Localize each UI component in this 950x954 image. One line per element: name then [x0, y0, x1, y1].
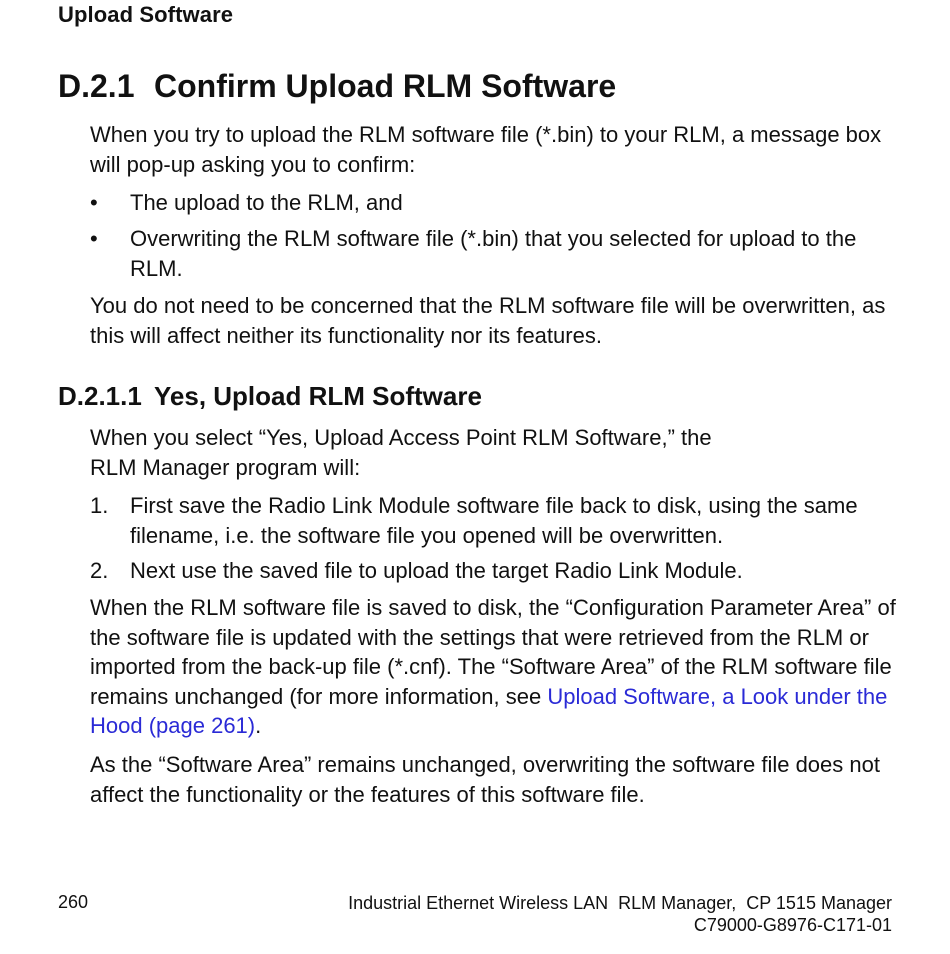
- subsection-paragraph: When the RLM software file is saved to d…: [90, 593, 900, 741]
- step-text: Next use the saved file to upload the ta…: [130, 558, 743, 583]
- section-intro-paragraph: When you try to upload the RLM software …: [90, 122, 882, 177]
- paragraph-text: When the RLM software file is saved to d…: [90, 595, 896, 709]
- section-title: Confirm Upload RLM Software: [154, 68, 617, 104]
- subsection-title: Yes, Upload RLM Software: [154, 381, 482, 411]
- subsection-heading: D.2.1.1 Yes, Upload RLM Software: [58, 381, 482, 412]
- cross-reference-link[interactable]: Upload Software, a Look under the Hood (…: [90, 683, 888, 739]
- numbered-step: 2. Next use the saved file to upload the…: [90, 556, 900, 586]
- footer-doc-id: C79000-G8976-C171-01: [693, 915, 892, 935]
- subsection-intro-line: RLM Manager program will:: [90, 454, 361, 480]
- bullet-marker: •: [90, 190, 98, 215]
- subsection-intro-line: When you select “Yes, Upload Access Poin…: [90, 425, 712, 450]
- paragraph-end: .: [255, 713, 262, 738]
- section-heading: D.2.1 Confirm Upload RLM Software: [58, 68, 616, 105]
- running-header: Upload Software: [58, 2, 234, 27]
- section-number: D.2.1: [58, 68, 135, 104]
- footer-product: Industrial Ethernet Wireless LAN RLM Man…: [348, 893, 892, 913]
- bullet-item: • The upload to the RLM, and: [90, 188, 900, 218]
- bullet-text: Overwriting the RLM software file (*.bin…: [130, 226, 857, 281]
- step-text: First save the Radio Link Module softwar…: [130, 493, 858, 548]
- page-number: 260: [58, 892, 89, 912]
- step-number: 2.: [90, 558, 109, 583]
- section-note-paragraph: You do not need to be concerned that the…: [90, 293, 886, 348]
- bullet-text: The upload to the RLM, and: [130, 190, 403, 215]
- subsection-closing-paragraph: As the “Software Area” remains unchanged…: [90, 752, 880, 807]
- numbered-step: 1. First save the Radio Link Module soft…: [90, 491, 900, 550]
- bullet-item: • Overwriting the RLM software file (*.b…: [90, 224, 900, 283]
- bullet-marker: •: [90, 226, 98, 251]
- footer-document-info: Industrial Ethernet Wireless LAN RLM Man…: [348, 892, 892, 936]
- subsection-intro-paragraph: When you select “Yes, Upload Access Poin…: [90, 423, 900, 482]
- subsection-number: D.2.1.1: [58, 381, 142, 411]
- step-number: 1.: [90, 493, 109, 518]
